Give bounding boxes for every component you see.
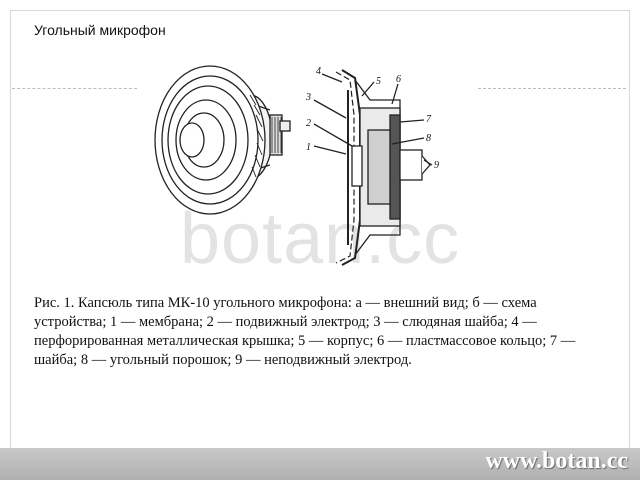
microphone-external-view: [154, 65, 291, 215]
label-3: 3: [305, 92, 311, 103]
label-5: 5: [376, 76, 381, 87]
footer-bar: [0, 448, 640, 480]
slide-title: Угольный микрофон: [34, 22, 166, 38]
label-7: 7: [426, 114, 432, 125]
label-6: 6: [396, 74, 401, 85]
divider-left: [12, 88, 137, 89]
label-4: 4: [316, 66, 321, 77]
slide-frame: [10, 10, 630, 470]
label-1: 1: [306, 142, 311, 153]
divider-right: [478, 88, 626, 89]
microphone-scheme: 4 5 6 3 2 1 7 8 9: [305, 66, 439, 266]
label-9: 9: [434, 160, 439, 171]
footer-url: www.botan.cc: [485, 448, 628, 474]
label-8: 8: [426, 133, 431, 144]
watermark: botan.cc: [180, 199, 461, 279]
figure-caption: Рис. 1. Капсюль типа МК-10 угольного мик…: [34, 295, 576, 368]
label-2: 2: [306, 118, 311, 129]
